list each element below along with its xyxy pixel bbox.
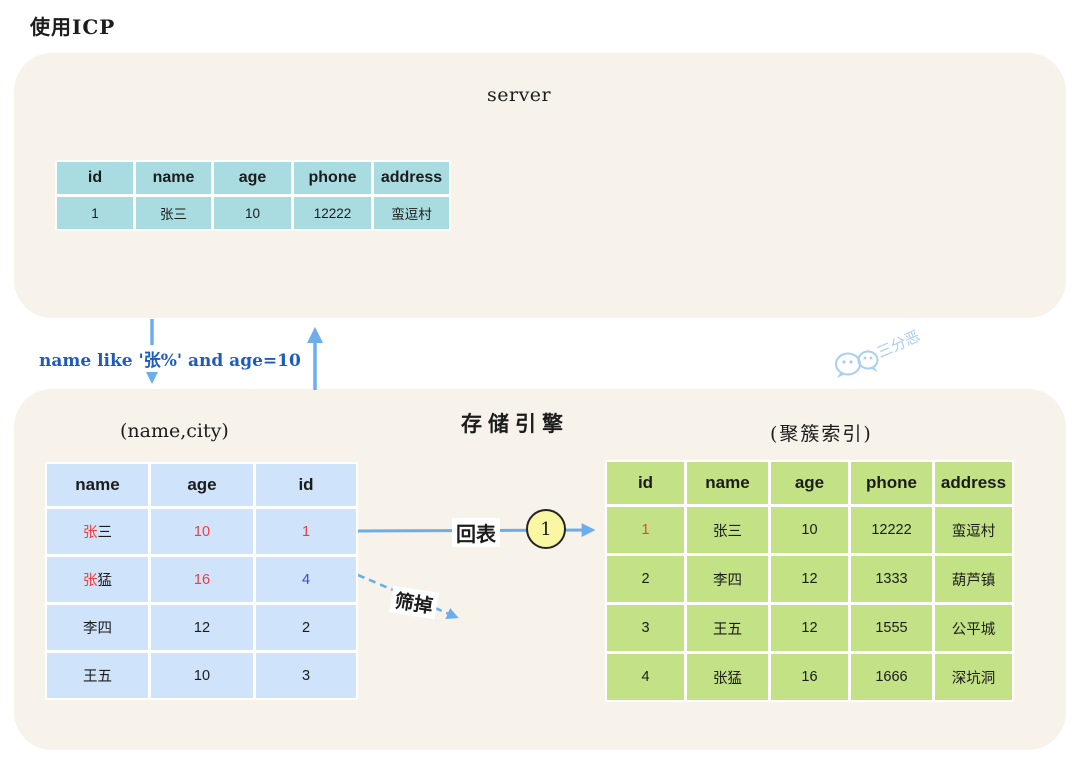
column-header: address <box>935 462 1012 504</box>
clustered-index-caption: (聚簇索引) <box>770 423 873 445</box>
table-cell: 张猛 <box>47 557 148 602</box>
storage-engine-label: 存储引擎 <box>461 411 569 436</box>
table-cell: 4 <box>607 654 684 700</box>
table-cell: 1 <box>256 509 356 554</box>
column-header: phone <box>851 462 932 504</box>
table-cell: 10 <box>214 197 291 229</box>
watermark: 三分恶 <box>828 322 948 384</box>
table-cell: 12 <box>771 556 848 602</box>
back-to-table-label: 回表 <box>452 518 500 547</box>
watermark-text: 三分恶 <box>874 327 922 362</box>
column-header: name <box>47 464 148 506</box>
table-cell: 3 <box>256 653 356 698</box>
table-cell: 16 <box>771 654 848 700</box>
table-cell: 张猛 <box>687 654 768 700</box>
table-cell: 张三 <box>687 507 768 553</box>
table-cell: 3 <box>607 605 684 651</box>
table-cell: 张三 <box>136 197 211 229</box>
table-cell: 16 <box>151 557 253 602</box>
column-header: id <box>607 462 684 504</box>
column-header: id <box>57 162 133 194</box>
table-cell: 王五 <box>687 605 768 651</box>
table-cell: 12222 <box>294 197 371 229</box>
table-cell: 深坑洞 <box>935 654 1012 700</box>
step-1-badge: 1 <box>526 509 566 549</box>
column-header: name <box>687 462 768 504</box>
page-title: 使用ICP <box>30 15 116 39</box>
column-header: age <box>214 162 291 194</box>
table-cell: 1555 <box>851 605 932 651</box>
table-cell: 1 <box>607 507 684 553</box>
table-cell: 王五 <box>47 653 148 698</box>
column-header: age <box>151 464 253 506</box>
server-box-label: server <box>487 84 552 106</box>
column-header: phone <box>294 162 371 194</box>
table-cell: 1 <box>57 197 133 229</box>
column-header: address <box>374 162 449 194</box>
column-header: name <box>136 162 211 194</box>
table-cell: 1666 <box>851 654 932 700</box>
table-cell: 李四 <box>687 556 768 602</box>
table-cell: 10 <box>771 507 848 553</box>
table-cell: 12 <box>771 605 848 651</box>
wechat-icon: 三分恶 <box>835 327 923 378</box>
table-cell: 12 <box>151 605 253 650</box>
table-cell: 10 <box>151 653 253 698</box>
column-header: id <box>256 464 356 506</box>
table-cell: 1333 <box>851 556 932 602</box>
table-cell: 10 <box>151 509 253 554</box>
table-cell: 公平城 <box>935 605 1012 651</box>
column-header: age <box>771 462 848 504</box>
table-cell: 4 <box>256 557 356 602</box>
secondary-index-caption: (name,city) <box>120 420 229 442</box>
table-cell: 2 <box>256 605 356 650</box>
table-cell: 蛮逗村 <box>935 507 1012 553</box>
query-condition-text: name like '张%' and age=10 <box>36 345 304 372</box>
table-cell: 2 <box>607 556 684 602</box>
table-cell: 葫芦镇 <box>935 556 1012 602</box>
table-cell: 蛮逗村 <box>374 197 449 229</box>
table-cell: 张三 <box>47 509 148 554</box>
table-cell: 12222 <box>851 507 932 553</box>
table-cell: 李四 <box>47 605 148 650</box>
